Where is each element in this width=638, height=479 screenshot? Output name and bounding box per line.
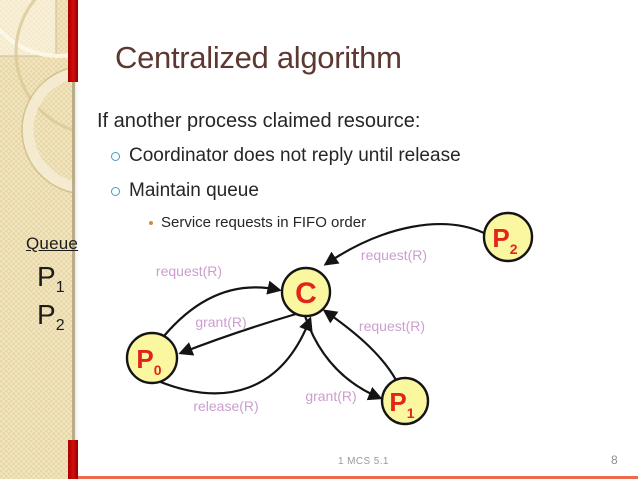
queue-item-base: P bbox=[37, 261, 56, 292]
queue-item-sub: 2 bbox=[55, 317, 65, 334]
footer-text: 1 MCS 5.1 bbox=[338, 456, 389, 467]
edge-request-p1-to-c bbox=[322, 309, 397, 381]
decor-ring-1 bbox=[0, 27, 73, 58]
node-c-circle bbox=[280, 266, 332, 318]
node-c-label: C bbox=[295, 277, 317, 310]
queue-item-p2: P2 bbox=[37, 301, 65, 334]
dot-bullet-icon bbox=[149, 220, 153, 225]
node-p2: P2 bbox=[482, 211, 534, 263]
edge-label: request(R) bbox=[359, 318, 425, 334]
bullet-level2-row: Maintain queue bbox=[111, 180, 259, 202]
edge-label: grant(R) bbox=[195, 314, 246, 330]
slide-title: Centralized algorithm bbox=[115, 40, 402, 75]
node-coordinator: C bbox=[280, 266, 332, 318]
slide-page-number: 8 bbox=[611, 453, 618, 467]
circle-bullet-icon bbox=[111, 186, 120, 196]
node-p0-circle bbox=[125, 331, 179, 385]
edge-label: request(R) bbox=[156, 263, 222, 279]
queue-item-sub: 1 bbox=[55, 279, 65, 296]
decor-ring-2 bbox=[14, 0, 73, 132]
edge-grant-c-to-p0 bbox=[178, 312, 297, 356]
bottom-accent-line bbox=[70, 476, 638, 479]
queue-item-p1: P1 bbox=[37, 263, 65, 296]
content-area: Centralized algorithm If another process… bbox=[73, 0, 638, 479]
node-p1-circle bbox=[380, 376, 430, 426]
edge-label: grant(R) bbox=[305, 388, 356, 404]
edge-grant-c-to-p1 bbox=[303, 315, 383, 401]
queue-heading: Queue bbox=[26, 234, 79, 253]
node-p2-label: P2 bbox=[492, 223, 517, 257]
circles-decoration bbox=[0, 0, 73, 194]
node-p0-label: P0 bbox=[136, 344, 161, 378]
bullet-level3-text: Service requests in FIFO order bbox=[161, 214, 367, 231]
circle-bullet-icon bbox=[111, 151, 120, 161]
edge-label: request(R) bbox=[361, 247, 427, 263]
edge-request-p2-to-c bbox=[323, 223, 485, 266]
node-p0: P0 bbox=[125, 331, 179, 385]
edge-label: release(R) bbox=[193, 398, 258, 414]
red-ribbon-bottom bbox=[68, 440, 78, 479]
bullet-level2-text: Coordinator does not reply until release bbox=[129, 145, 461, 166]
node-p2-circle bbox=[482, 211, 534, 263]
bullet-level3-row: Service requests in FIFO order bbox=[149, 214, 366, 231]
decor-ring-3-edge bbox=[21, 66, 73, 194]
panel-divider-line bbox=[72, 0, 75, 479]
edge-release-p0-to-c bbox=[157, 316, 313, 395]
node-p1: P1 bbox=[380, 376, 430, 426]
edge-request-p0-to-c bbox=[163, 280, 282, 337]
bullet-level2-text: Maintain queue bbox=[129, 180, 259, 201]
decor-ring-3 bbox=[22, 67, 73, 193]
bullet-level1: If another process claimed resource: bbox=[97, 110, 421, 132]
node-p1-label: P1 bbox=[389, 387, 414, 421]
queue-item-base: P bbox=[37, 299, 56, 330]
red-ribbon-top bbox=[68, 0, 78, 82]
left-decoration-panel: Queue P1 P2 bbox=[0, 0, 78, 479]
bullet-level2-row: Coordinator does not reply until release bbox=[111, 145, 461, 167]
